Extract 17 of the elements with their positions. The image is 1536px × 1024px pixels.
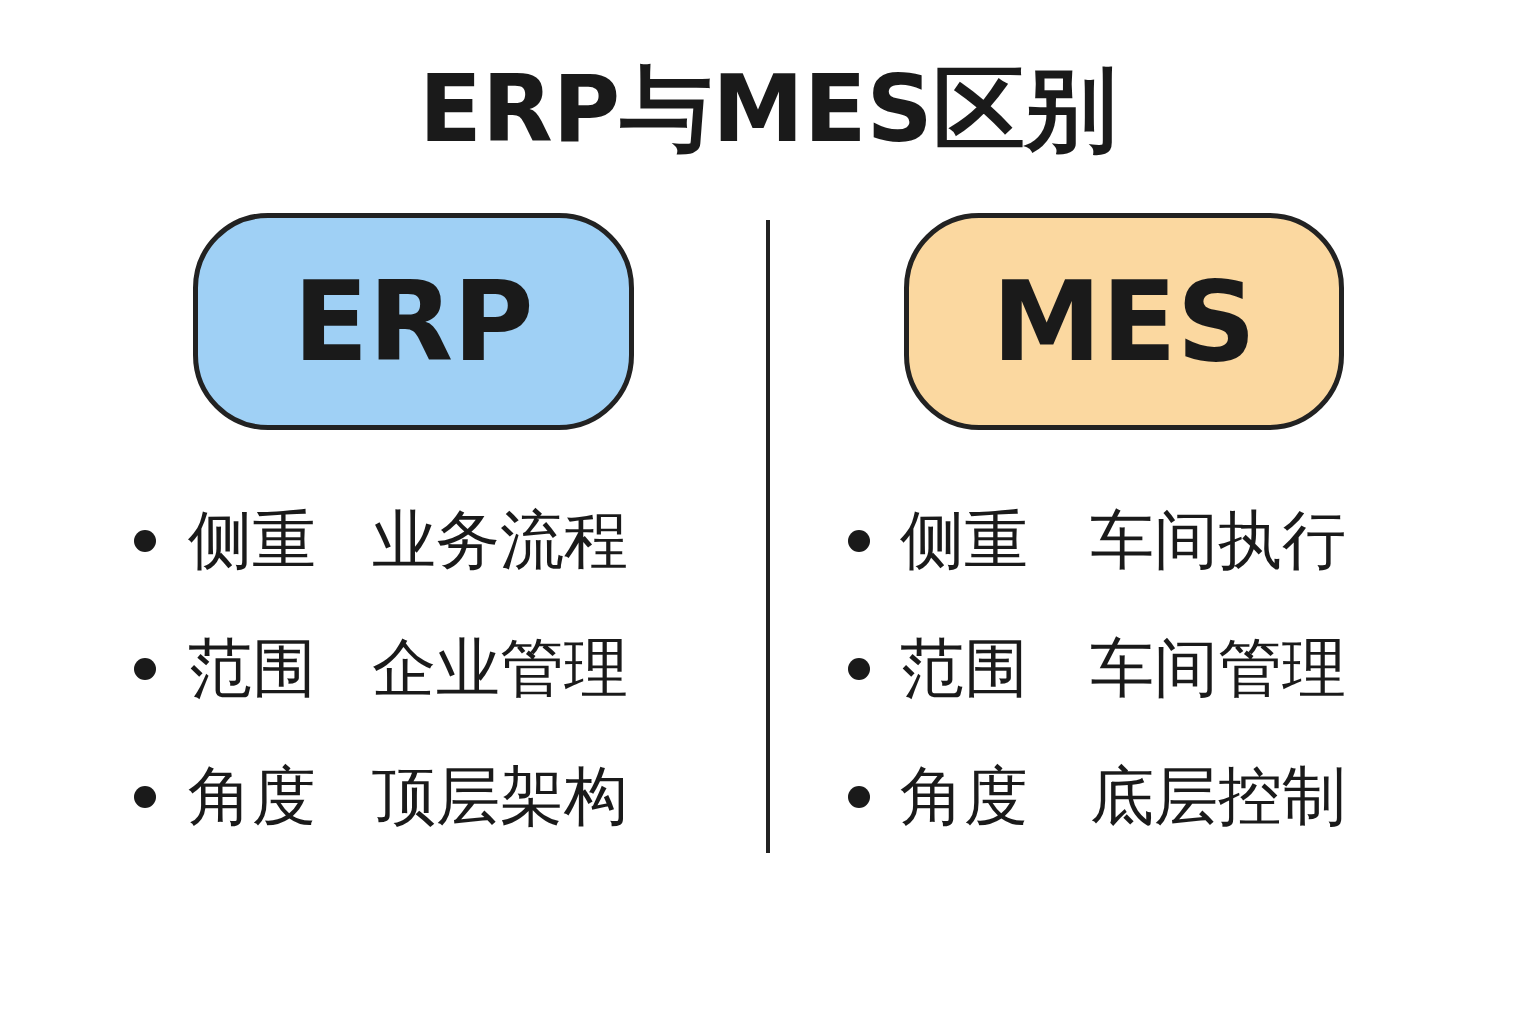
aspect-value: 车间执行 bbox=[1090, 508, 1346, 572]
aspect-value: 底层控制 bbox=[1090, 764, 1346, 828]
aspect-value: 车间管理 bbox=[1090, 636, 1346, 700]
aspect-value: 业务流程 bbox=[372, 508, 628, 572]
rounded-box bbox=[193, 213, 634, 430]
aspect-label: 范围 bbox=[188, 636, 316, 700]
title: ERP与MES区别 bbox=[418, 55, 1118, 165]
aspect-label: 范围 bbox=[900, 636, 1028, 700]
box-heading: ERP bbox=[293, 266, 534, 377]
aspect-value: 顶层架构 bbox=[372, 764, 628, 828]
rounded-box bbox=[904, 213, 1344, 430]
aspect-label: 侧重 bbox=[188, 508, 316, 572]
aspect-label: 侧重 bbox=[900, 508, 1028, 572]
aspect-label: 角度 bbox=[900, 764, 1028, 828]
box-heading: MES bbox=[992, 266, 1256, 377]
aspect-label: 角度 bbox=[188, 764, 316, 828]
aspect-value: 企业管理 bbox=[372, 636, 628, 700]
